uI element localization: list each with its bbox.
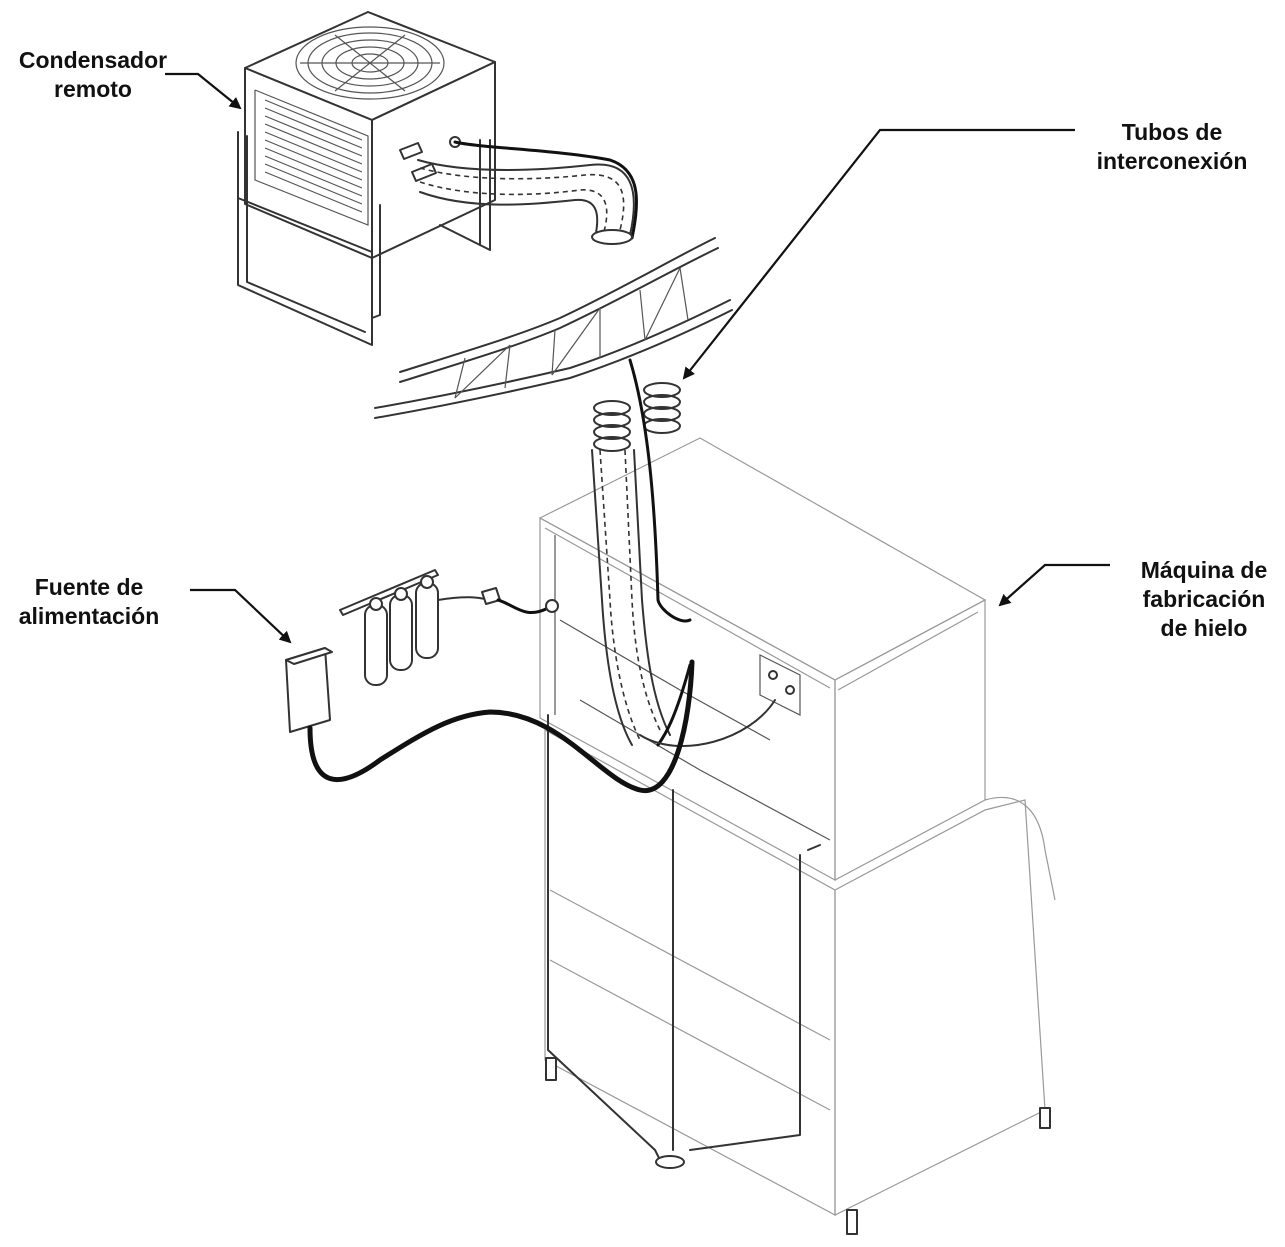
label-line: Condensador	[18, 47, 168, 73]
label-power-supply: Fuente de alimentación	[8, 573, 170, 631]
fan-grille-icon	[295, 26, 445, 100]
label-line: Máquina de	[1140, 557, 1268, 583]
condenser-lineset	[417, 140, 638, 245]
label-line: de hielo	[1160, 615, 1248, 641]
ice-machine	[538, 437, 1056, 1235]
leader-tubes	[682, 128, 1075, 380]
leader-condenser	[165, 72, 242, 110]
louver-panel	[254, 89, 369, 226]
label-remote-condenser: Condensador remoto	[8, 46, 178, 104]
label-interconnecting-tubes: Tubos de interconexión	[1092, 118, 1252, 176]
interconnecting-tubing	[591, 358, 776, 748]
label-line: Tubos de	[1121, 119, 1223, 145]
label-line: remoto	[54, 76, 132, 102]
label-line: alimentación	[18, 603, 160, 629]
leader-machine	[998, 563, 1110, 607]
remote-condenser	[237, 11, 496, 346]
ceiling-structure	[374, 237, 733, 419]
label-ice-machine: Máquina de fabricación de hielo	[1128, 556, 1280, 643]
water-filters	[339, 569, 559, 686]
leader-power	[190, 588, 292, 644]
label-line: interconexión	[1096, 148, 1248, 174]
label-line: fabricación	[1142, 586, 1266, 612]
label-line: Fuente de	[34, 574, 144, 600]
power-supply	[285, 647, 695, 793]
